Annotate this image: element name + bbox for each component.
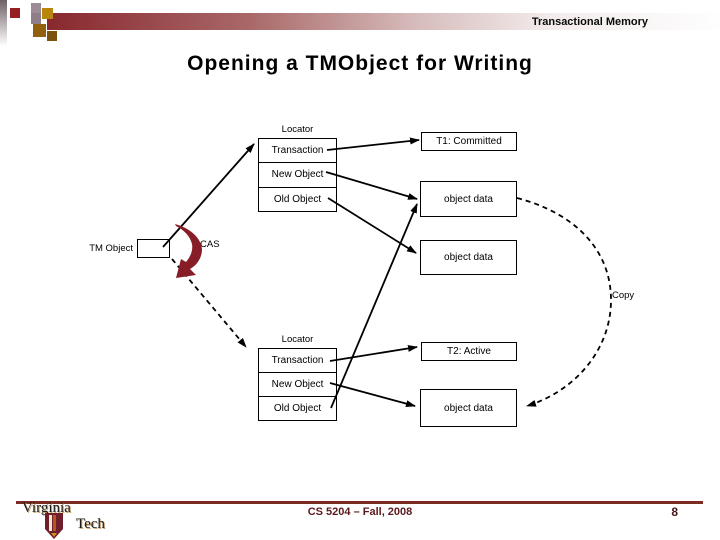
dashed-copy-arc bbox=[516, 197, 612, 407]
object-data-box-2: object data bbox=[420, 240, 517, 275]
footer-course-text: CS 5204 – Fall, 2008 bbox=[307, 506, 413, 518]
locator1-box: Transaction New Object Old Object bbox=[258, 138, 337, 212]
tm-object-box bbox=[137, 239, 170, 258]
object-data-box-1: object data bbox=[420, 181, 517, 217]
locator2-caption: Locator bbox=[281, 334, 314, 345]
locator1-row-old-object: Old Object bbox=[273, 193, 322, 205]
locator1-row-transaction: Transaction bbox=[259, 139, 336, 164]
footer-divider-line bbox=[16, 501, 703, 504]
slide-title: Opening a TMObject for Writing bbox=[187, 52, 533, 75]
header-gradient-bar bbox=[47, 13, 720, 30]
arrow-newobject1-to-objectdata1 bbox=[325, 171, 418, 200]
t2-active-box: T2: Active bbox=[421, 342, 517, 361]
virginiatech-logo-text-tech: Tech bbox=[76, 516, 105, 532]
arrow-transaction2-to-t2 bbox=[329, 344, 418, 362]
deco-square-brown bbox=[47, 31, 57, 41]
locator1-caption: Locator bbox=[281, 124, 314, 135]
header-gradient-strip bbox=[0, 0, 7, 46]
arrow-oldobject1-to-objectdata2 bbox=[327, 197, 417, 254]
t1-committed-box: T1: Committed bbox=[421, 132, 517, 151]
cas-swap-arrow-icon bbox=[175, 224, 202, 278]
deco-square-red bbox=[10, 8, 20, 18]
dashed-arrow-tmobject-to-locator2 bbox=[171, 258, 247, 348]
virginiatech-shield-icon bbox=[45, 513, 63, 539]
arrow-transaction1-to-t1 bbox=[326, 137, 420, 151]
arrow-oldobject2-to-objectdata1 bbox=[330, 203, 418, 409]
locator2-box: Transaction New Object Old Object bbox=[258, 348, 337, 421]
locator1-row-new-object: New Object bbox=[259, 163, 336, 188]
copy-label: Copy bbox=[612, 290, 635, 301]
course-header-label: Transactional Memory bbox=[531, 16, 648, 28]
deco-square-olive bbox=[33, 24, 46, 37]
locator2-row-old-object: Old Object bbox=[273, 403, 322, 414]
locator2-row-transaction: Transaction bbox=[259, 349, 336, 373]
deco-square-gray-top bbox=[31, 3, 41, 13]
arrow-tmobject-to-locator1 bbox=[162, 143, 255, 248]
deco-square-gold bbox=[42, 8, 53, 19]
arrow-newobject2-to-objectdata3 bbox=[329, 382, 416, 408]
page-number: 8 bbox=[671, 505, 678, 519]
object-data-box-3: object data bbox=[420, 389, 517, 427]
virginiatech-logo-text-virginia: Virginia bbox=[22, 500, 71, 516]
locator2-row-new-object: New Object bbox=[259, 373, 336, 397]
cas-label: CAS bbox=[200, 239, 220, 250]
deco-square-gray-bottom bbox=[31, 13, 41, 24]
tm-object-label: TM Object bbox=[89, 243, 133, 254]
